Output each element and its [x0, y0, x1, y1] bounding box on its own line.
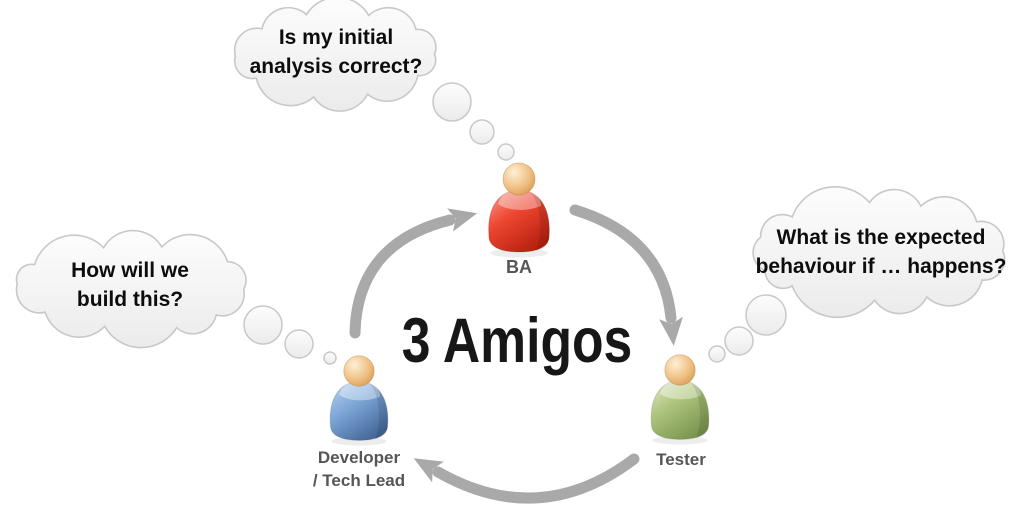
cycle-arrow-head — [447, 208, 478, 232]
person-head — [502, 162, 536, 196]
person-torso-shade — [531, 193, 550, 251]
cycle-arrow-shaft — [349, 214, 456, 339]
role-label-tester: Tester — [656, 450, 706, 469]
thought-bubble-trail-circle — [497, 143, 515, 161]
cycle-arrow-shaft — [432, 453, 640, 504]
thought-bubble-trail-circle — [432, 82, 472, 122]
thought-bubble-trail-circle — [284, 329, 314, 359]
thought-line: How will we — [71, 259, 189, 282]
thought-bubble-trail-circle — [323, 351, 337, 365]
thought-bubble-trail-circle — [708, 345, 726, 363]
thought-bubble-trail-circle — [745, 294, 787, 336]
person-torso-highlight — [660, 380, 702, 400]
diagram-title: 3 Amigos — [401, 306, 633, 376]
person-shadow — [331, 437, 387, 446]
person-icon-tester — [650, 354, 710, 445]
thought-line: Is my initial — [278, 26, 394, 49]
role-label-line: Developer — [317, 448, 401, 467]
cycle-arrow-head — [659, 316, 683, 346]
thought-cloud-developer — [15, 229, 337, 365]
role-label-line: / Tech Lead — [312, 471, 406, 490]
thought-line: analysis correct? — [249, 55, 423, 78]
person-torso — [650, 379, 710, 440]
thought-bubble-text-developer: How will we build this? — [10, 256, 250, 314]
thought-cloud-shape — [233, 0, 437, 112]
cycle-arrow-shaft — [569, 204, 677, 324]
person-torso — [329, 380, 389, 441]
thought-cloud-tester — [708, 186, 1006, 363]
person-torso-highlight — [498, 190, 542, 210]
thought-cloud-ba — [233, 0, 515, 161]
person-torso — [488, 189, 550, 253]
thought-bubble-trail-circle — [469, 119, 495, 145]
person-torso-shade — [691, 383, 709, 439]
person-torso-highlight — [339, 381, 381, 401]
cycle-arrow-dev-to-ba — [349, 208, 478, 339]
person-icon-ba — [488, 162, 550, 258]
cycle-arrow-ba-to-tester — [569, 204, 683, 346]
thought-bubble-trail-circle — [724, 326, 754, 356]
thought-cloud-shape — [15, 229, 247, 349]
role-label-ba: BA — [506, 257, 532, 277]
person-icon-developer — [329, 355, 389, 446]
person-shadow — [652, 436, 708, 445]
role-label-developer: Developer / Tech Lead — [279, 446, 439, 492]
cycle-arrow-head — [413, 458, 444, 483]
thought-line: What is the expected — [776, 226, 986, 249]
person-head — [343, 355, 375, 387]
thought-line: build this? — [76, 288, 184, 311]
person-shadow — [490, 248, 548, 258]
person-torso-shade — [370, 384, 388, 440]
thought-line: behaviour if … happens? — [755, 255, 1007, 278]
cycle-arrow-tester-to-dev — [413, 453, 640, 504]
thought-bubble-trail-circle — [243, 305, 283, 345]
thought-cloud-shape — [752, 186, 1006, 319]
thought-bubble-text-tester: What is the expected behaviour if … happ… — [751, 223, 1011, 281]
thought-bubble-text-ba: Is my initial analysis correct? — [216, 23, 456, 81]
person-head — [664, 354, 696, 386]
